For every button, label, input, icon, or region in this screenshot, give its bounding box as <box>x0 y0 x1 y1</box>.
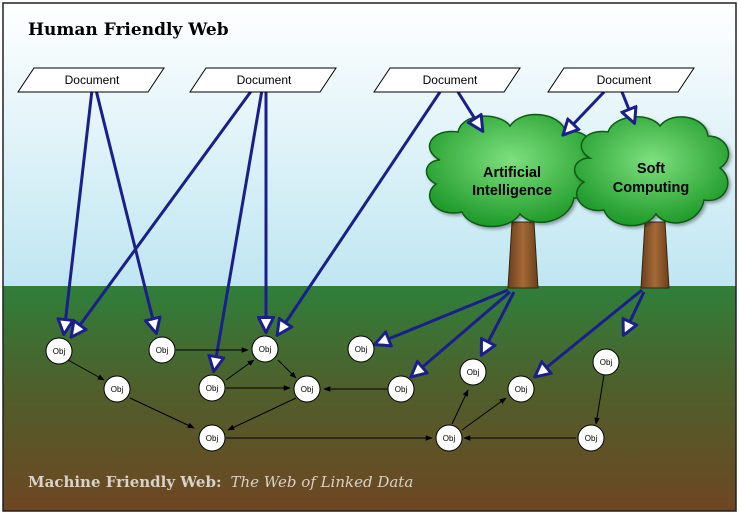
doc-link <box>214 89 264 370</box>
tree-ai-label-line1: Artificial <box>483 165 541 181</box>
object-node-label: Obj <box>206 434 219 443</box>
doc-link <box>456 91 482 130</box>
bottom-title: Machine Friendly Web: The Web of Linked … <box>28 473 413 491</box>
object-node-label: Obj <box>600 358 613 367</box>
object-node: Obj <box>387 375 415 403</box>
object-node-label: Obj <box>395 385 408 394</box>
object-node: Obj <box>592 348 620 376</box>
obj-link <box>67 359 105 381</box>
document-3-label: Document <box>423 73 478 87</box>
document-4-label: Document <box>597 73 652 87</box>
object-node: Obj <box>577 424 605 452</box>
obj-link <box>129 397 195 429</box>
object-nodes: Obj Obj Obj Obj Obj Obj Obj Obj Obj Obj … <box>45 335 620 452</box>
document-2: Document <box>189 67 337 93</box>
object-node: Obj <box>198 374 226 402</box>
object-node-label: Obj <box>156 346 169 355</box>
doc-link <box>564 90 606 134</box>
obj-link <box>461 397 507 431</box>
object-node: Obj <box>45 337 73 365</box>
doc-link <box>278 91 442 334</box>
object-node-label: Obj <box>301 385 314 394</box>
tree-soft-trunk <box>640 221 670 289</box>
bottom-title-sub: The Web of Linked Data <box>230 473 413 491</box>
document-2-label: Document <box>237 73 292 87</box>
object-node: Obj <box>347 335 375 363</box>
document-links <box>64 89 646 376</box>
tree-link <box>412 290 511 376</box>
object-node-label: Obj <box>355 345 368 354</box>
obj-link <box>451 389 469 425</box>
object-node: Obj <box>293 375 321 403</box>
object-node-label: Obj <box>111 385 124 394</box>
tree-link <box>376 288 509 344</box>
bottom-title-main: Machine Friendly Web: <box>28 473 221 491</box>
document-4: Document <box>547 67 695 93</box>
object-node: Obj <box>507 375 535 403</box>
doc-link <box>64 89 94 333</box>
tree-link <box>624 291 646 334</box>
document-1-label: Document <box>65 73 120 87</box>
object-node-label: Obj <box>443 434 456 443</box>
tree-soft-label-line2: Computing <box>613 180 690 196</box>
tree-link <box>536 288 643 376</box>
object-node-label: Obj <box>53 347 66 356</box>
object-node-label: Obj <box>259 345 272 354</box>
tree-ai-trunk <box>507 221 539 289</box>
object-node-label: Obj <box>515 385 528 394</box>
document-1: Document <box>17 67 165 93</box>
tree-link <box>482 291 516 354</box>
object-links <box>67 347 605 441</box>
object-node: Obj <box>103 375 131 403</box>
tree-ai-label-line2: Intelligence <box>472 183 552 199</box>
doc-link <box>72 89 254 336</box>
obj-link <box>277 359 297 379</box>
object-node-label: Obj <box>585 434 598 443</box>
object-node: Obj <box>251 335 279 363</box>
tree-soft-label-line1: Soft <box>637 161 665 177</box>
object-node-label: Obj <box>206 384 219 393</box>
obj-link <box>227 397 297 431</box>
doc-link <box>94 89 156 332</box>
frame-border <box>2 2 737 512</box>
obj-link <box>225 359 255 381</box>
object-node-label: Obj <box>467 368 480 377</box>
object-node: Obj <box>435 424 463 452</box>
tree-ai <box>507 221 539 289</box>
object-node: Obj <box>148 336 176 364</box>
top-title: Human Friendly Web <box>28 20 229 40</box>
object-node: Obj <box>198 424 226 452</box>
tree-soft <box>640 221 670 289</box>
document-3: Document <box>373 67 521 93</box>
doc-link <box>622 91 634 122</box>
object-node: Obj <box>459 358 487 386</box>
obj-link <box>594 374 605 425</box>
